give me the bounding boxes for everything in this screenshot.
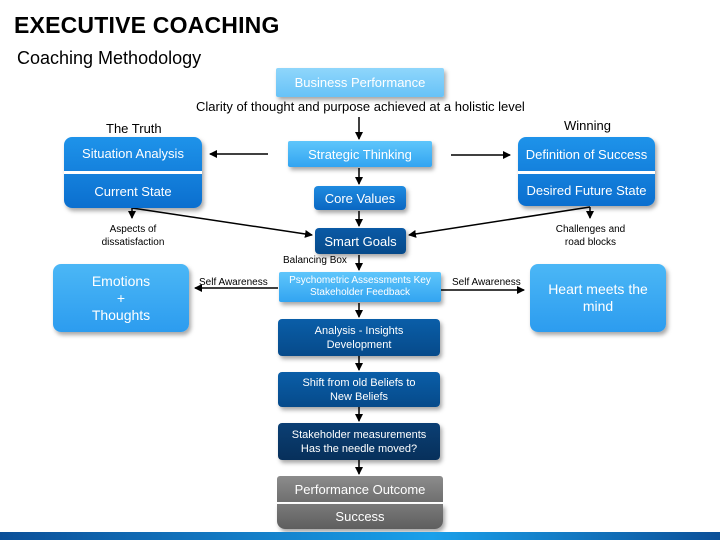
core-values-box: Core Values (314, 186, 406, 210)
stakeholder-line-2: Has the needle moved? (300, 442, 418, 455)
emotions-line-3: Thoughts (91, 306, 151, 323)
situation-analysis-label: Situation Analysis (82, 146, 184, 161)
analysis-insights-box: Analysis - Insights Development (278, 319, 440, 356)
heart-meets-mind-box: Heart meets the mind (530, 264, 666, 332)
panel-divider (518, 171, 655, 174)
page-subtitle: Coaching Methodology (17, 48, 202, 68)
page-title: EXECUTIVE COACHING (14, 12, 280, 38)
analysis-line-2: Development (326, 338, 392, 351)
performance-outcome-box: Performance Outcome (277, 476, 443, 502)
shift-beliefs-box: Shift from old Beliefs to New Beliefs (278, 372, 440, 407)
success-box: Success (277, 504, 443, 529)
self-awareness-right-label: Self Awareness (452, 277, 521, 288)
arrow-desired-to-smart (408, 206, 591, 238)
bottom-accent-bar (0, 532, 720, 540)
psychometric-box: Psychometric Assessments Key Stakeholder… (279, 272, 441, 302)
balancing-box-label: Balancing Box (283, 255, 347, 266)
challenges-line-2: road blocks (564, 237, 617, 248)
stakeholder-measurements-box: Stakeholder measurements Has the needle … (278, 423, 440, 460)
heart-line-1: Heart meets the (548, 281, 648, 297)
the-truth-label: The Truth (106, 121, 162, 136)
current-state-label: Current State (94, 184, 172, 199)
emotions-line-2: + (116, 289, 126, 306)
psychometric-line-2: Stakeholder Feedback (309, 287, 411, 298)
business-performance-box: Business Performance (276, 68, 444, 97)
aspects-line-1: Aspects of (109, 224, 157, 235)
aspects-line-2: dissatisfaction (101, 237, 165, 248)
challenges-caption: Challenges and road blocks (543, 223, 638, 249)
shift-line-1: Shift from old Beliefs to (302, 376, 416, 389)
emotions-thoughts-box: Emotions + Thoughts (53, 264, 189, 332)
shift-line-2: New Beliefs (329, 390, 389, 403)
definition-of-success-label: Definition of Success (525, 146, 648, 162)
challenges-line-1: Challenges and (555, 224, 626, 235)
clarity-caption: Clarity of thought and purpose achieved … (196, 99, 525, 114)
emotions-line-1: Emotions (91, 272, 151, 289)
arrow-current-to-smart (131, 207, 313, 238)
stakeholder-line-1: Stakeholder measurements (291, 428, 427, 441)
heart-line-2: mind (582, 298, 614, 314)
aspects-caption: Aspects of dissatisfaction (88, 223, 178, 249)
psychometric-line-1: Psychometric Assessments Key (289, 275, 431, 286)
winning-label: Winning (564, 118, 611, 133)
analysis-line-1: Analysis - Insights (314, 324, 404, 337)
smart-goals-box: Smart Goals (315, 228, 406, 254)
definition-of-success-panel: Definition of Success Desired Future Sta… (518, 137, 655, 206)
desired-future-state-label: Desired Future State (526, 182, 647, 198)
self-awareness-left-label: Self Awareness (199, 277, 268, 288)
strategic-thinking-box: Strategic Thinking (288, 141, 432, 167)
panel-divider (64, 171, 202, 174)
situation-analysis-panel: Situation Analysis Current State (64, 137, 202, 208)
